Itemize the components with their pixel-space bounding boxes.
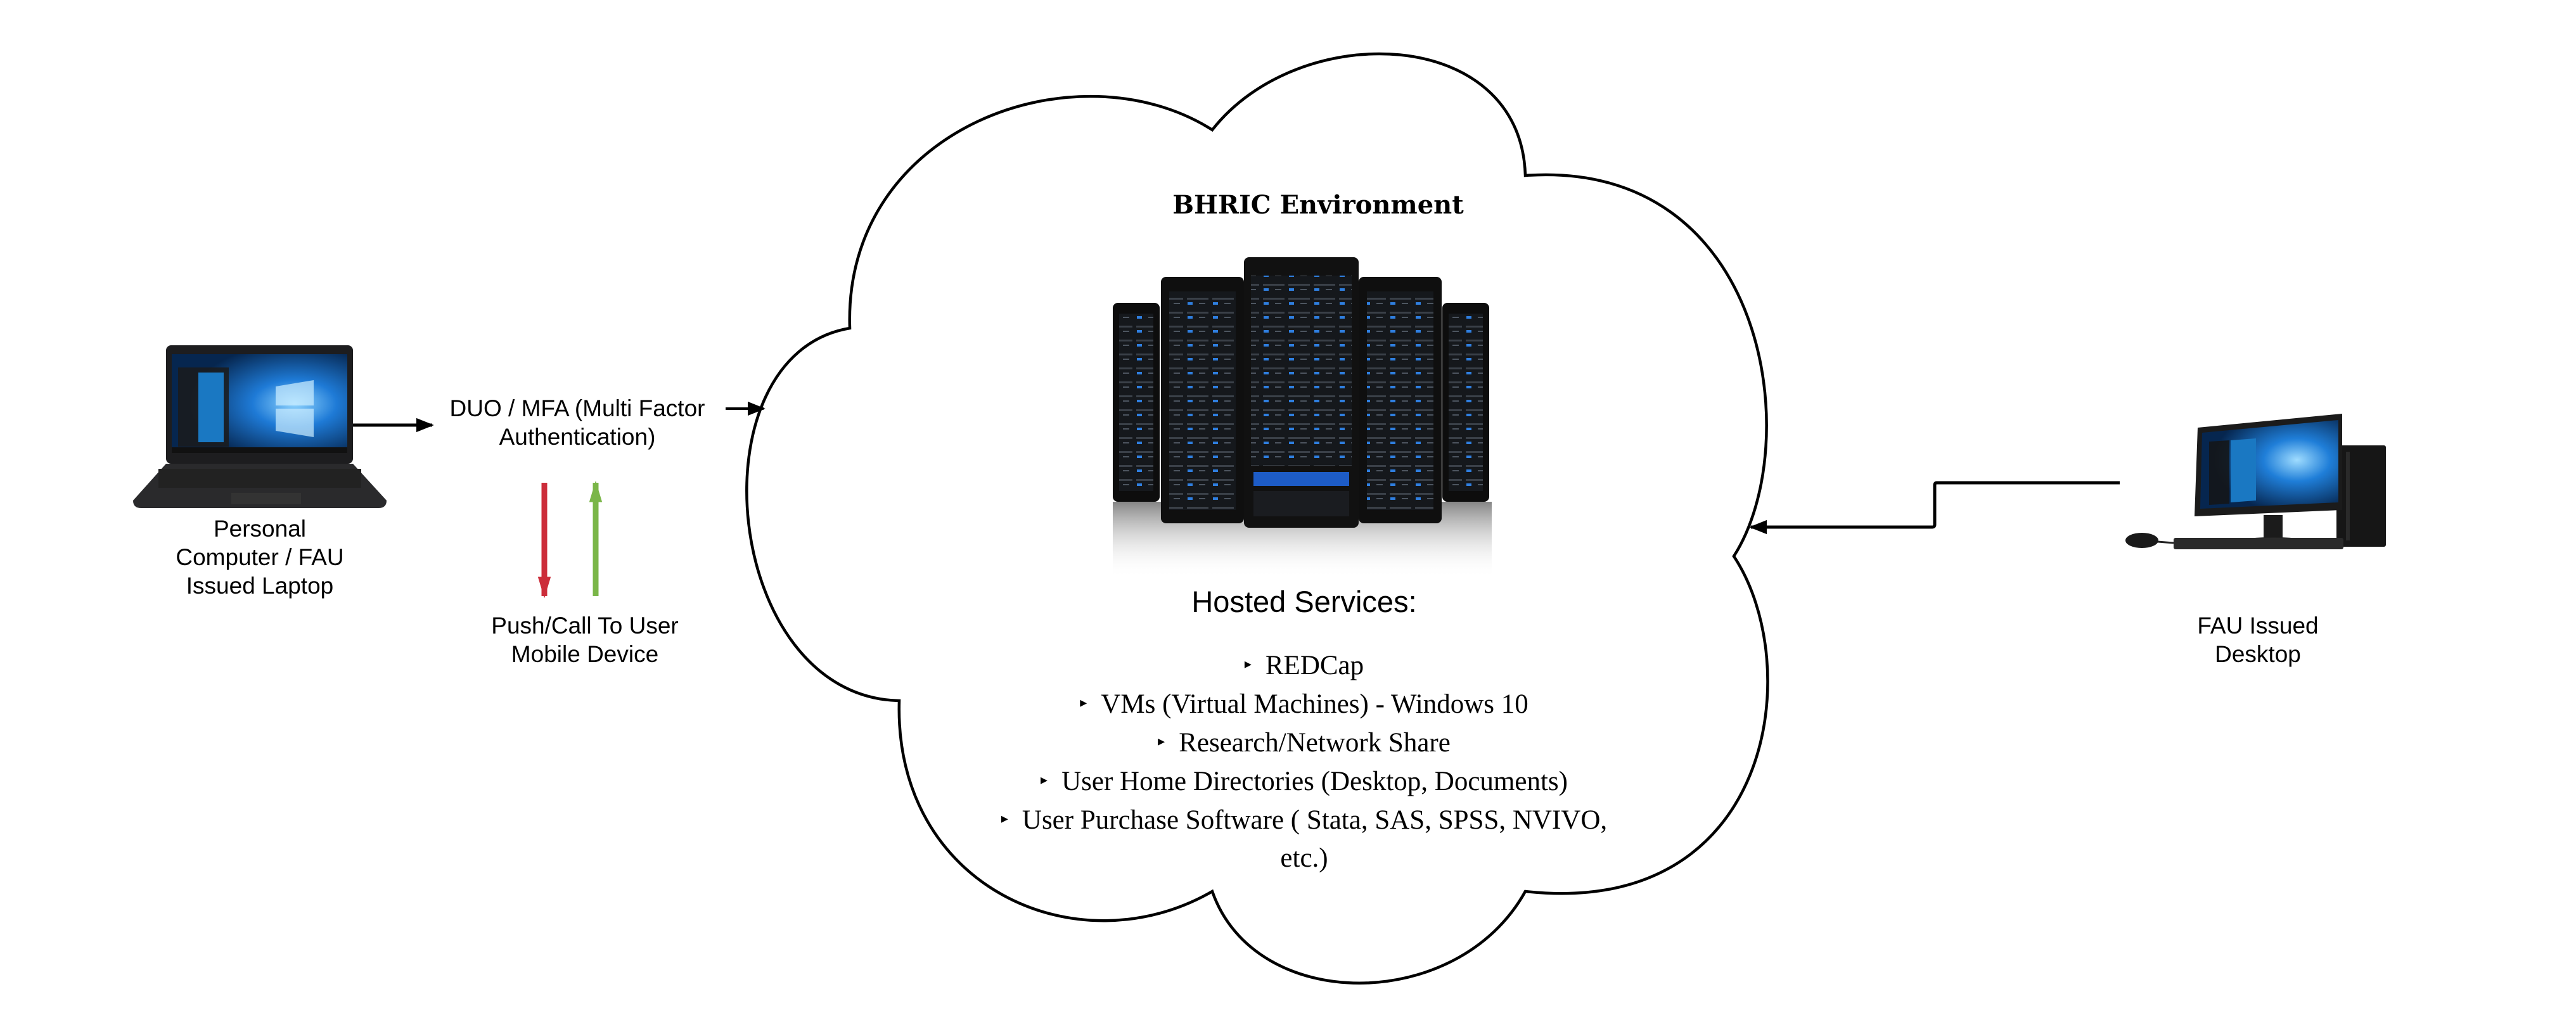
service-label: Research/Network Share: [1179, 727, 1451, 758]
mobile-label: Push/Call To User Mobile Device: [491, 611, 678, 668]
mfa-label-line: Authentication): [499, 424, 656, 450]
mfa-label: DUO / MFA (Multi Factor Authentication): [450, 394, 705, 451]
bullet-triangle-icon: ▸: [1080, 694, 1087, 711]
service-label: User Purchase Software ( Stata, SAS, SPS…: [1022, 805, 1608, 835]
laptop-label: Personal Computer / FAU Issued Laptop: [176, 514, 343, 600]
desktop-label-line: Desktop: [2215, 641, 2301, 667]
service-item-continuation: etc.): [924, 840, 1684, 877]
service-label: REDCap: [1265, 651, 1364, 680]
service-item: ▸ User Home Directories (Desktop, Documen…: [924, 763, 1684, 802]
laptop-label-line: Computer / FAU: [176, 544, 344, 570]
bullet-triangle-icon: ▸: [1001, 810, 1008, 826]
service-label: etc.): [1280, 843, 1328, 874]
desktop-computer-icon: [2125, 414, 2386, 549]
laptop-label-line: Issued Laptop: [186, 573, 334, 599]
hosted-services-list: ▸ REDCap ▸ VMs (Virtual Machines) - Window…: [924, 647, 1684, 877]
mobile-label-line: Mobile Device: [511, 641, 659, 667]
service-item: ▸ VMs (Virtual Machines) - Windows 10: [924, 686, 1684, 725]
bullet-triangle-icon: ▸: [1158, 733, 1165, 749]
service-label: VMs (Virtual Machines) - Windows 10: [1101, 689, 1528, 719]
service-item: ▸ User Purchase Software ( Stata, SAS, SP…: [924, 802, 1684, 841]
bullet-triangle-icon: ▸: [1244, 656, 1252, 672]
hosted-services-heading: Hosted Services:: [1191, 585, 1417, 618]
laptop-label-line: Personal: [213, 516, 307, 542]
service-item: ▸ REDCap: [924, 647, 1684, 686]
server-rack-icon: [1113, 257, 1492, 578]
service-item: ▸ Research/Network Share: [924, 725, 1684, 763]
bullet-triangle-icon: ▸: [1041, 772, 1048, 787]
service-label: User Home Directories (Desktop, Document…: [1061, 766, 1568, 796]
desktop-to-cloud-connector: [1749, 481, 2120, 535]
environment-title: BHRIC Environment: [1172, 190, 1464, 220]
desktop-label: FAU Issued Desktop: [2197, 611, 2318, 668]
mobile-label-line: Push/Call To User: [491, 613, 679, 639]
laptop-icon: [133, 345, 387, 508]
desktop-label-line: FAU Issued: [2197, 613, 2319, 639]
mfa-label-line: DUO / MFA (Multi Factor: [449, 395, 705, 421]
